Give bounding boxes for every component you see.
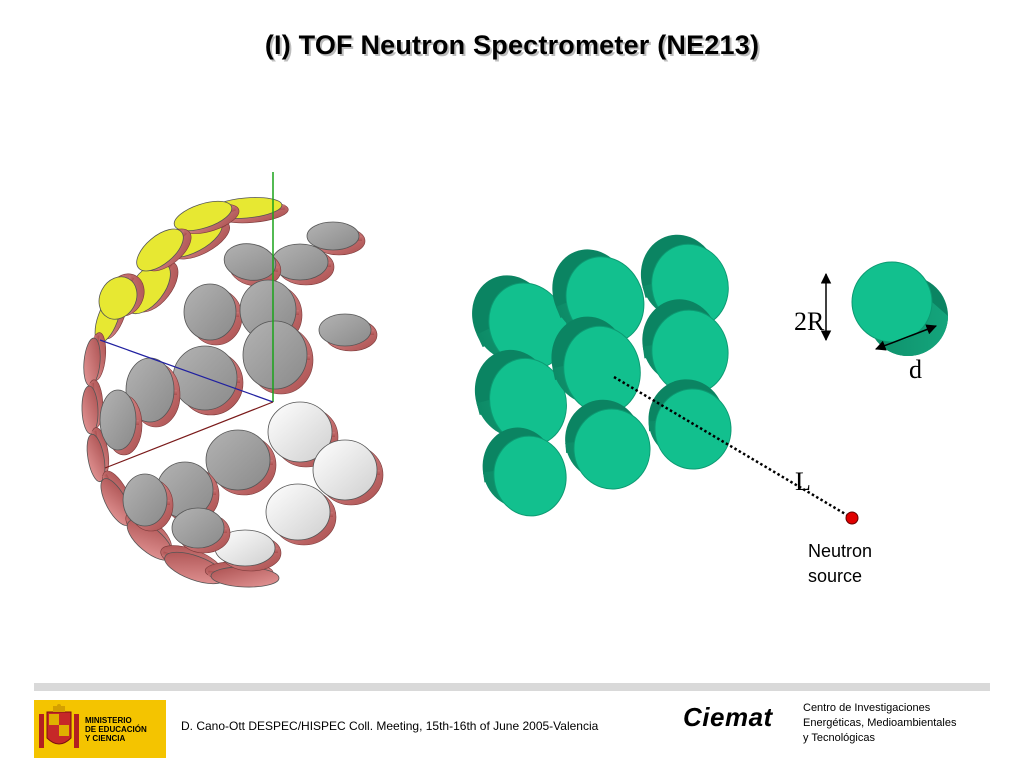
ministry-line-1: MINISTERIO	[85, 715, 132, 725]
array-detector	[642, 299, 729, 395]
label-l: L	[795, 467, 811, 496]
org-line-1: Centro de Investigaciones	[803, 702, 931, 714]
shell-inner-detector	[205, 429, 277, 496]
shell-inner-detector	[318, 313, 378, 352]
array-detector	[648, 379, 732, 470]
shell-inner-detector	[223, 243, 282, 287]
shell-yellow-detector	[173, 200, 240, 234]
shell-inner-detector	[183, 283, 243, 346]
array-detector	[565, 399, 651, 490]
shell-yellow-detector	[98, 273, 145, 320]
shell-inner-detector	[265, 483, 337, 546]
org-line-2: Energéticas, Medioambientales	[803, 717, 957, 729]
footer-divider	[34, 683, 990, 691]
footer-credit: D. Cano-Ott DESPEC/HISPEC Coll. Meeting,…	[181, 719, 599, 733]
shell-rim-detector	[81, 379, 104, 435]
label-d: d	[909, 355, 922, 384]
spectrometer-figure: 2R d L Neutron source	[81, 172, 948, 588]
ministry-logo: MINISTERIO DE EDUCACIÓN Y CIENCIA	[34, 700, 166, 758]
coat-of-arms-icon	[39, 704, 79, 748]
source-label-line1: Neutron	[808, 541, 872, 561]
shell-inner-detector	[312, 439, 384, 506]
axis-line-red	[104, 401, 274, 469]
shell-inner-detector	[214, 529, 282, 572]
neutron-source-dot	[845, 511, 859, 525]
shell-inner-detector	[122, 473, 174, 532]
array-detector	[482, 427, 567, 517]
depth-arrow	[875, 324, 937, 351]
ciemat-description: Centro de Investigaciones Energéticas, M…	[803, 701, 993, 746]
shell-inner-detector	[171, 507, 231, 554]
ministry-line-3: Y CIENCIA	[85, 733, 126, 743]
shell-rim-detector	[83, 332, 107, 387]
shell-inner-detector	[242, 320, 314, 395]
shell-yellow-detector	[136, 228, 192, 272]
ciemat-logo: Ciemat	[683, 702, 773, 732]
shell-inner-detector	[99, 389, 143, 456]
array-detector	[551, 316, 641, 415]
single-detector	[851, 261, 948, 356]
single-detector-cylinder	[851, 261, 948, 356]
array-detector	[474, 349, 567, 447]
ministry-line-2: DE EDUCACIÓN	[85, 724, 147, 734]
label-2r: 2R	[794, 307, 825, 336]
shell-inner-detector	[172, 345, 244, 416]
org-line-3: y Tecnológicas	[803, 732, 875, 744]
detector-shell-illustration	[81, 172, 384, 588]
source-label-line2: source	[808, 566, 862, 586]
slide-title: (I) TOF Neutron Spectrometer (NE213)	[264, 30, 760, 60]
shell-inner-detector	[306, 221, 366, 256]
detector-array	[472, 234, 732, 517]
shell-inner-detector	[271, 243, 335, 286]
flight-path-line	[613, 375, 853, 520]
array-detector	[640, 234, 729, 329]
axis-line-blue	[99, 339, 274, 403]
